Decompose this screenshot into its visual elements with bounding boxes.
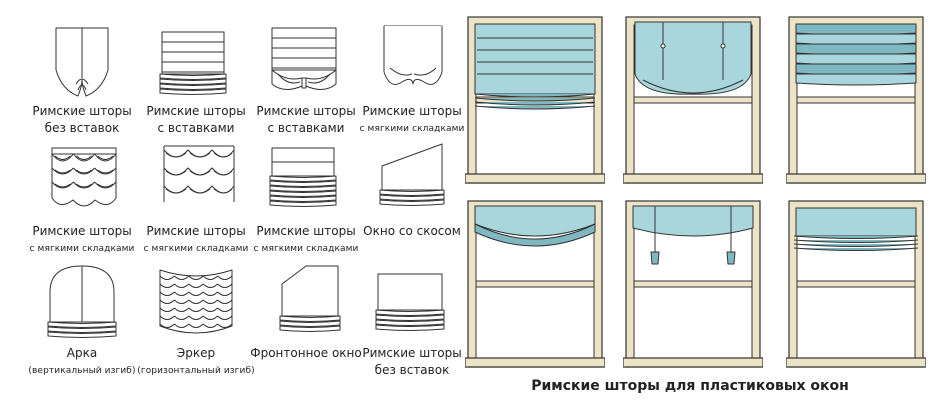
relaxed-roman-window-icon: [465, 200, 605, 368]
sketch-label-subtitle: (горизонтальный изгиб): [137, 366, 255, 376]
layered-swag-icon: [163, 145, 235, 202]
austrian-tied-shade-icon: [55, 27, 109, 97]
stacked-folds-window-icon: [786, 16, 926, 184]
window-relaxed-roman: [465, 198, 605, 370]
sketch-gable: Фронтонное окно: [250, 262, 362, 382]
flat-roman-folds-icon: [159, 31, 227, 95]
window-tie-up: [623, 198, 763, 370]
sketch-label-subtitle: с вставками: [267, 121, 345, 135]
sketch-label-subtitle: с вставками: [157, 121, 235, 135]
sketch-label-title: Римские шторы: [146, 104, 246, 118]
sketch-slanted-window: Окно со скосом: [356, 140, 468, 260]
sketch-label-title: Арка: [66, 346, 98, 360]
slanted-shade-icon: [379, 143, 445, 206]
plain-roman-icon: [375, 273, 445, 331]
sketch-inserts-2: Римские шторы с вставками: [250, 20, 362, 140]
sketch-inserts-1: Римские шторы с вставками: [140, 20, 252, 140]
sketch-label-title: Эркер: [176, 346, 216, 360]
window-stacked-folds: [786, 14, 926, 186]
scalloped-swag-icon: [51, 147, 117, 207]
sketch-arch: Арка (вертикальный изгиб): [26, 262, 138, 382]
sketch-label-subtitle: (вертикальный изгиб): [28, 366, 136, 376]
bay-swag-icon: [159, 269, 233, 334]
caption: Римские шторы для пластиковых окон: [531, 378, 849, 394]
roman-tieup-bow-icon: [271, 27, 337, 90]
sketch-label-title: Римские шторы: [362, 346, 462, 360]
sketch-label-title: Римские шторы: [146, 224, 246, 238]
gable-shade-icon: [279, 265, 341, 332]
sketch-label-subtitle: без вставок: [374, 363, 450, 377]
sketch-label-title: Римские шторы: [256, 224, 356, 238]
sketch-label-title: Римские шторы: [362, 104, 462, 118]
sketch-label-subtitle: без вставок: [44, 121, 120, 135]
sketch-soft-folds-4: Римские шторы с мягкими складками: [250, 140, 362, 260]
sketch-label-title: Римские шторы: [256, 104, 356, 118]
tied-balloon-window-icon: [623, 16, 763, 184]
sketch-bay: Эркер (горизонтальный изгиб): [137, 262, 255, 382]
stacked-roman-icon: [269, 147, 337, 207]
sketch-soft-folds-1: Римские шторы с мягкими складками: [356, 20, 468, 140]
sketch-plain-roman-1: Римские шторы без вставок: [26, 20, 138, 140]
flat-roman-window-icon: [465, 16, 605, 184]
sketch-label-subtitle: с мягкими складками: [359, 124, 465, 134]
sketch-plain-roman-2: Римские шторы без вставок: [356, 262, 468, 382]
arch-shade-icon: [47, 265, 117, 338]
sketch-label-title: Римские шторы: [32, 104, 132, 118]
sketch-soft-folds-3: Римские шторы с мягкими складками: [140, 140, 252, 260]
sketch-label-subtitle: с мягкими складками: [29, 244, 135, 254]
sketch-label-subtitle: с мягкими складками: [143, 244, 249, 254]
sketch-label-title: Римские шторы: [32, 224, 132, 238]
window-classic-roman: [786, 198, 926, 370]
tie-up-window-icon: [623, 200, 763, 368]
valance-swag-icon: [383, 25, 443, 85]
sketch-label-title: Окно со скосом: [363, 224, 461, 238]
window-tied-balloon: [623, 14, 763, 186]
sketch-label-title: Фронтонное окно: [250, 346, 362, 360]
window-flat-roman: [465, 14, 605, 186]
classic-roman-window-icon: [786, 200, 926, 368]
sketch-label-subtitle: с мягкими складками: [253, 244, 359, 254]
sketch-soft-folds-2: Римские шторы с мягкими складками: [26, 140, 138, 260]
